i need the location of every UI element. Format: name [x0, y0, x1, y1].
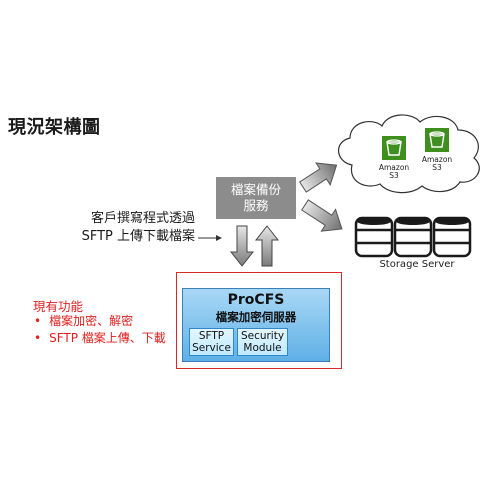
storage-server-icon-inner: [357, 217, 469, 225]
s3-label: Amazon S3: [419, 156, 455, 172]
arrow-down: [229, 225, 255, 267]
cloud-shape: [338, 114, 480, 194]
procfs-name: ProCFS: [227, 292, 285, 308]
module-label: Module: [243, 342, 282, 354]
s3-label: Amazon S3: [376, 164, 412, 180]
s3-label-line: Amazon: [421, 155, 453, 164]
module-label: Service: [192, 342, 231, 354]
arrow-up: [254, 225, 280, 267]
features-list: 檔案加密、解密 SFTP 檔案上傳、下載: [34, 313, 166, 347]
storage-server-label: Storage Server: [379, 259, 455, 270]
security-module: Security Module: [237, 328, 288, 356]
module-label: SFTP: [198, 330, 225, 342]
page-title: 現況架構圖: [8, 117, 101, 138]
s3-label-line: S3: [389, 171, 399, 180]
module-label: Security: [240, 330, 285, 342]
backup-service-label: 檔案備份: [230, 182, 281, 197]
arrow-client-to-server: [198, 235, 222, 241]
s3-label-line: Amazon: [378, 163, 410, 172]
amazon-s3-icon: [425, 128, 449, 152]
client-description: 客戶撰寫程式透過 SFTP 上傳下載檔案: [55, 210, 195, 246]
backup-service-box: 檔案備份 服務: [216, 177, 296, 219]
procfs-subtitle: 檔案加密伺服器: [215, 310, 297, 324]
s3-label-line: S3: [432, 163, 442, 172]
arrow-to-storage: [301, 199, 343, 232]
feature-item: 檔案加密、解密: [34, 313, 166, 330]
features-title: 現有功能: [33, 299, 84, 314]
client-line: 客戶撰寫程式透過: [90, 211, 195, 226]
amazon-s3-icon: [382, 136, 406, 160]
arrow-to-cloud: [299, 162, 338, 193]
backup-service-label: 服務: [243, 198, 269, 213]
sftp-service-module: SFTP Service: [189, 328, 234, 356]
procfs-highlight-frame: [176, 272, 342, 369]
feature-item: SFTP 檔案上傳、下載: [34, 330, 166, 347]
client-line: SFTP 上傳下載檔案: [81, 229, 195, 244]
